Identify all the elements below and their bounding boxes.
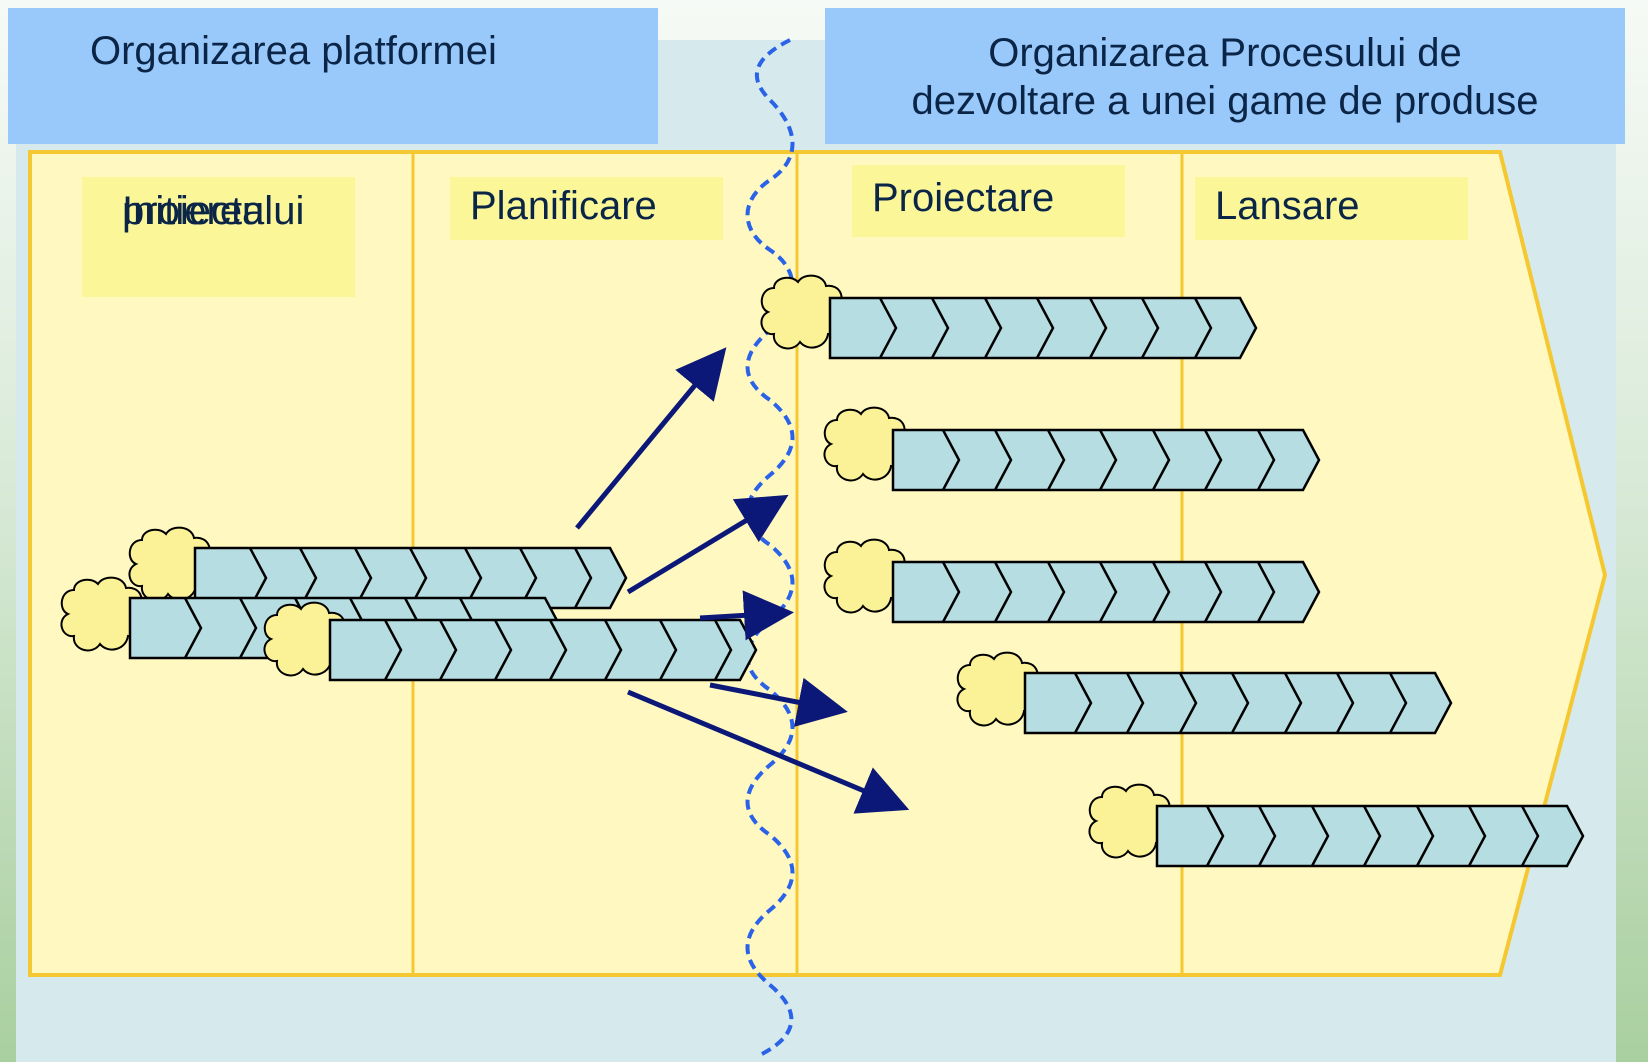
stage-launch-text: Lansare: [1215, 184, 1360, 228]
product-chevron-bar-1: [760, 274, 1258, 360]
stage-planning-text: Planificare: [470, 184, 657, 228]
boundary-wave: [745, 38, 795, 1057]
product-chevron-bar-2: [823, 406, 1321, 492]
product-chevron-bar-5: [1088, 783, 1585, 868]
product-chevron-bar-3: [823, 538, 1321, 624]
flow-arrows: [575, 347, 910, 814]
product-chevron-bar-4: [956, 651, 1453, 735]
header-platform-organization: Organizarea platformei: [8, 8, 658, 144]
header-left-title: Organizarea platformei: [90, 29, 497, 73]
stage-label-launch: Lansare: [1195, 177, 1468, 240]
stage-initiation-line1: Initierea: [122, 189, 265, 233]
platform-chevron-bar-1: [128, 526, 628, 610]
header-process-organization: Organizarea Procesului de dezvoltare a u…: [825, 8, 1625, 144]
header-right-title-line1: Organizarea Procesului de: [988, 31, 1462, 75]
stage-label-initiation: Initierea proiectului: [82, 177, 355, 297]
stage-design-text: Proiectare: [872, 176, 1055, 220]
platform-chevron-bar-3: [263, 601, 758, 682]
stage-initiation-line2: proiectului: [122, 189, 305, 233]
stage-label-planning: Planificare: [450, 177, 723, 240]
header-right-title-line2: dezvoltare a unei game de produse: [911, 79, 1539, 123]
stage-label-design: Proiectare: [852, 165, 1125, 237]
